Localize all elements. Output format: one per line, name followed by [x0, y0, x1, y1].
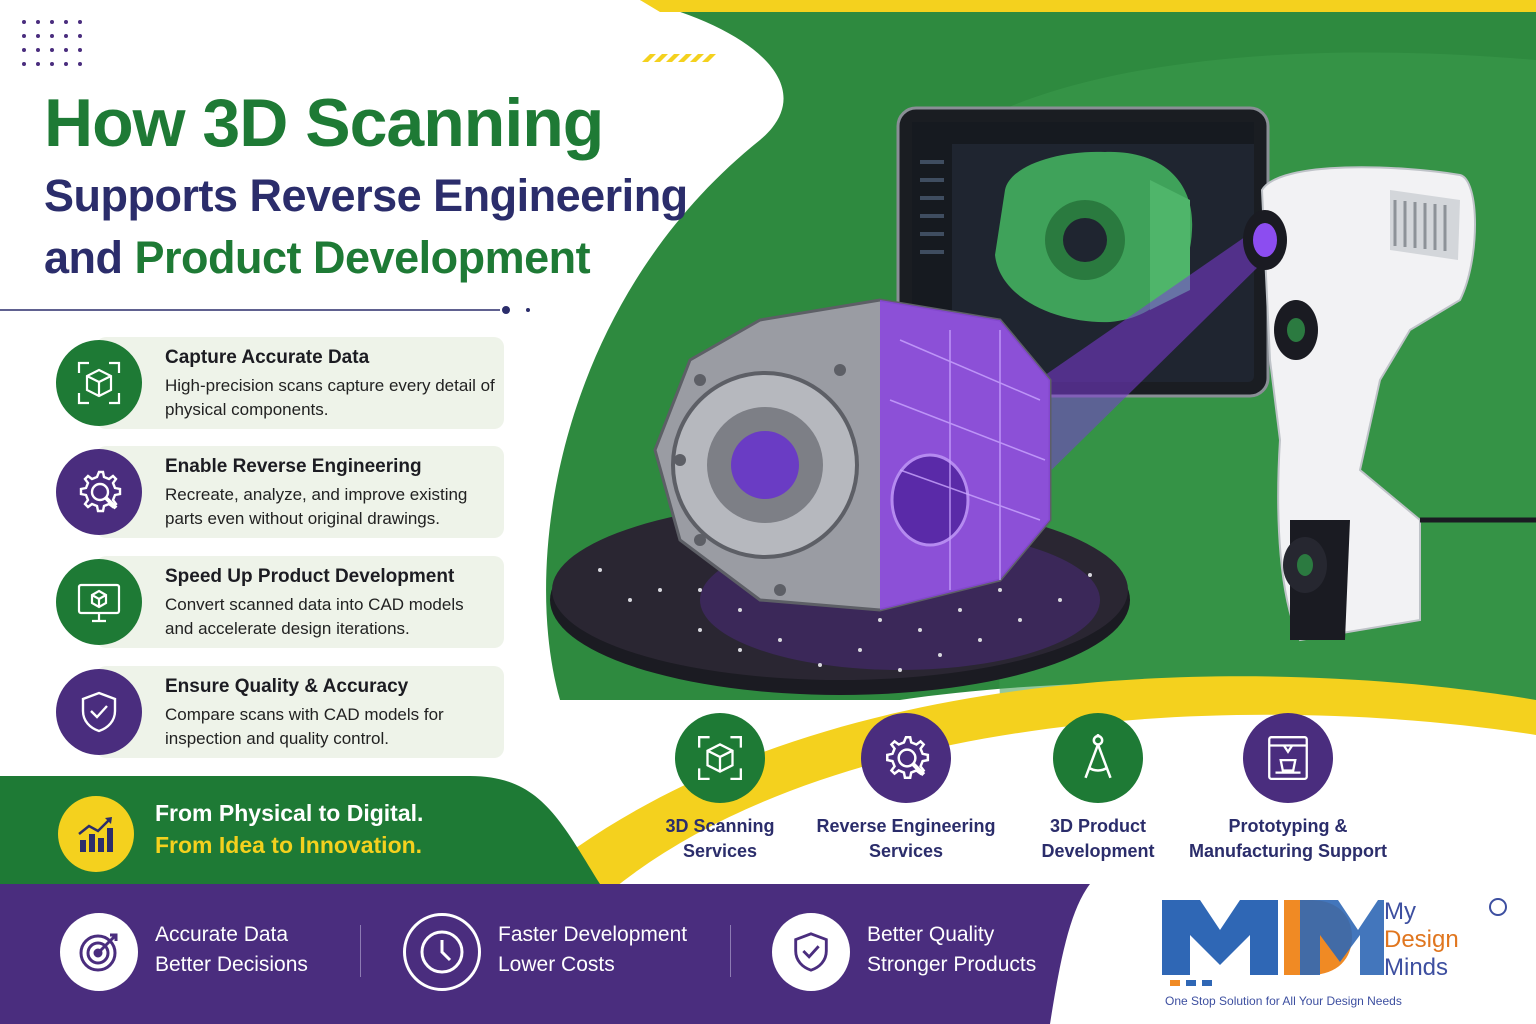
title-line-2: Supports Reverse Engineering [44, 170, 688, 221]
feature-title: Ensure Quality & Accuracy [165, 676, 409, 697]
growth-chart-icon [58, 796, 134, 872]
engine-part-icon [653, 298, 1052, 612]
benefit-line-1: Faster Development [498, 923, 688, 946]
compass-icon [1053, 713, 1143, 803]
feature-card [96, 446, 504, 538]
feature-item-capture: Capture Accurate Data High-precision sca… [56, 337, 504, 431]
tagline-line-1: From Physical to Digital. [155, 800, 424, 826]
feature-item-reverse-engineering: Enable Reverse Engineering Recreate, ana… [56, 446, 504, 540]
benefit-line-1: Better Quality [867, 923, 995, 946]
3d-printer-icon [1243, 713, 1333, 803]
target-icon [60, 913, 138, 991]
benefit-divider [360, 925, 361, 977]
title-line-1: How 3D Scanning [44, 85, 604, 161]
feature-desc: Compare scans with CAD models for inspec… [165, 705, 444, 748]
feature-card [96, 666, 504, 758]
company-tagline: One Stop Solution for All Your Design Ne… [1165, 994, 1402, 1008]
handheld-scanner-icon [1243, 166, 1536, 642]
feature-title: Enable Reverse Engineering [165, 456, 422, 477]
feature-item-product-development: Speed Up Product Development Convert sca… [56, 556, 504, 650]
company-name-line-3: Minds [1384, 954, 1449, 981]
service-prototyping: Prototyping &Manufacturing Support [1188, 713, 1388, 864]
service-label: Prototyping &Manufacturing Support [1189, 816, 1387, 861]
feature-item-quality: Ensure Quality & Accuracy Compare scans … [56, 666, 504, 760]
scanned-model-icon [995, 151, 1193, 323]
feature-title: Capture Accurate Data [165, 347, 370, 368]
shield-check-icon [772, 913, 850, 991]
benefit-divider [730, 925, 731, 977]
company-name-line-1: My [1384, 898, 1416, 925]
feature-card [96, 556, 504, 648]
company-name-line-2: Design [1384, 926, 1459, 953]
monitor-cube-icon [56, 559, 142, 645]
shield-check-icon [56, 669, 142, 755]
gear-magnifier-icon [861, 713, 951, 803]
title-line-3-highlight: Product Development [134, 232, 591, 283]
feature-desc: Recreate, analyze, and improve existing … [165, 485, 468, 528]
gear-magnifier-icon [56, 449, 142, 535]
benefit-line-2: Lower Costs [498, 953, 615, 976]
title-line-3-prefix: and [44, 232, 135, 283]
cube-scan-icon [675, 713, 765, 803]
tagline-line-2: From Idea to Innovation. [155, 832, 423, 858]
benefit-line-2: Stronger Products [867, 953, 1037, 976]
feature-desc: Convert scanned data into CAD models and… [165, 595, 464, 638]
feature-title: Speed Up Product Development [165, 566, 455, 587]
cube-scan-icon [56, 340, 142, 426]
feature-desc: High-precision scans capture every detai… [165, 376, 495, 419]
clock-icon [403, 913, 481, 991]
benefit-line-2: Better Decisions [155, 953, 308, 976]
benefit-line-1: Accurate Data [155, 923, 289, 946]
title-line-3: and Product Development [44, 232, 591, 284]
company-name: My Design Minds [1384, 898, 1459, 982]
feature-card [96, 337, 504, 429]
